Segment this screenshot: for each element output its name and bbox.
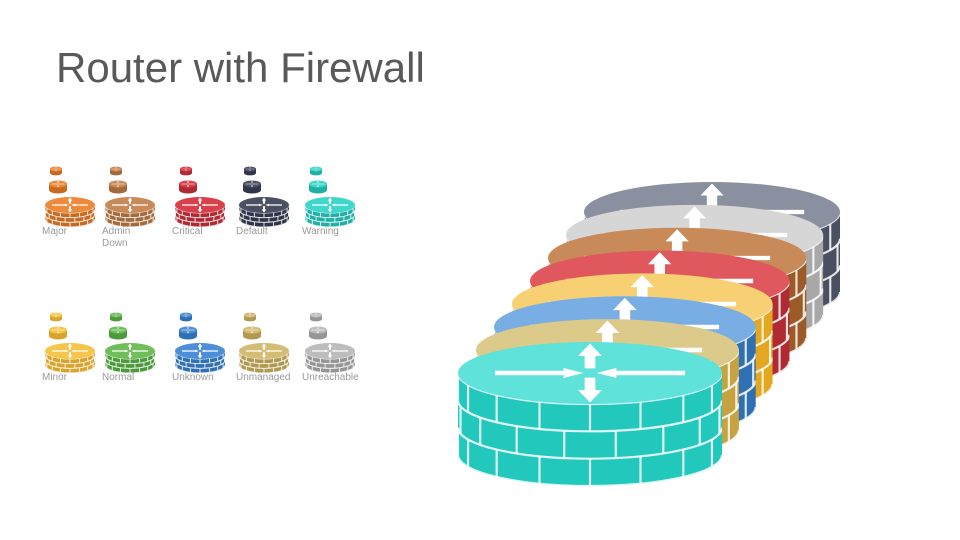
router-firewall-icon: [305, 312, 355, 373]
legend-label: Admin Down: [102, 226, 131, 249]
router-firewall-icon: [239, 166, 289, 227]
legend-label: Major: [42, 226, 68, 237]
router-firewall-icon: [175, 312, 225, 373]
legend-label: Critical: [172, 226, 203, 237]
legend-item-unknown: Unknown: [172, 310, 234, 400]
legend-item-unmanaged: Unmanaged: [236, 310, 298, 400]
legend-item-normal: Normal: [102, 310, 164, 400]
legend-label: Unknown: [172, 372, 214, 383]
legend-item-unreachable: Unreachable: [302, 310, 364, 400]
router-firewall-icon: [175, 166, 225, 227]
legend-item-default: Default: [236, 164, 298, 254]
slide-title: Router with Firewall: [56, 44, 425, 91]
legend-label: Default: [236, 226, 268, 237]
legend-label: Warning: [302, 226, 339, 237]
router-layer-warning: [458, 342, 722, 486]
legend-item-major: Major: [42, 164, 104, 254]
router-firewall-icon: [45, 166, 95, 227]
router-firewall-icon: [305, 166, 355, 227]
legend-item-minor: Minor: [42, 310, 104, 400]
legend-item-critical: Critical: [172, 164, 234, 254]
legend-label: Normal: [102, 372, 135, 383]
legend-label: Unreachable: [302, 372, 359, 383]
router-firewall-icon: [239, 312, 289, 373]
legend-label: Minor: [42, 372, 68, 383]
legend-item-warning: Warning: [302, 164, 364, 254]
router-firewall-icon: [105, 312, 155, 373]
legend-label: Unmanaged: [236, 372, 291, 383]
legend-item-admin-down: Admin Down: [102, 164, 164, 254]
router-firewall-icon: [45, 312, 95, 373]
router-firewall-icon: [105, 166, 155, 227]
